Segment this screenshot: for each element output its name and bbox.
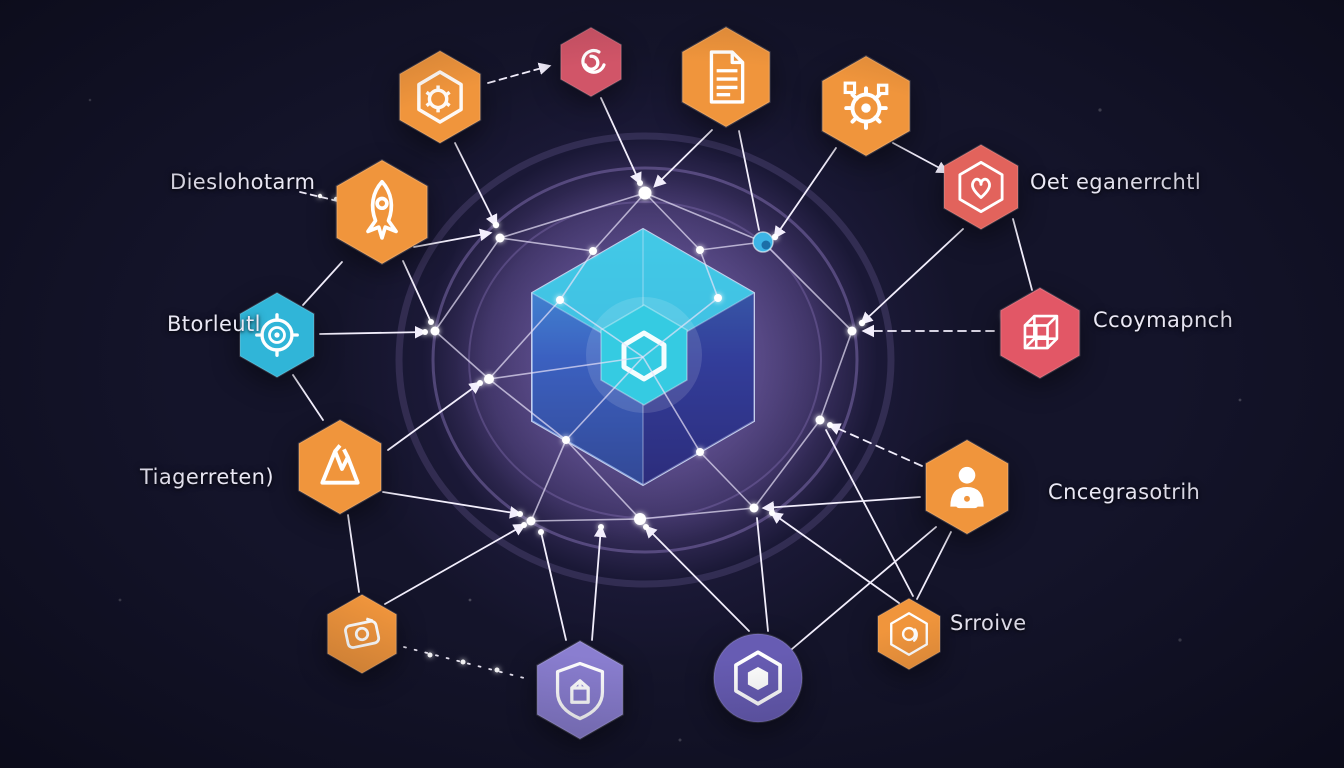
label-ccoymapnch: Ccoymapnch <box>1093 308 1234 332</box>
node-swirl <box>555 26 627 98</box>
node-rocket <box>328 158 436 266</box>
label-dieslohotarm: Dieslohotarm <box>170 170 316 194</box>
node-hexagon-heart <box>937 143 1025 231</box>
node-gear-hexagon <box>392 49 488 145</box>
node-hexagon-swirl <box>872 597 946 671</box>
node-gear-cluster <box>814 54 918 158</box>
node-camera <box>321 593 403 675</box>
label-cncegrasotrih: Cncegrasotrih <box>1048 480 1201 504</box>
node-person-lock <box>918 438 1016 536</box>
node-document <box>674 25 778 129</box>
label-oet-eganerrchtl: Oet eganerrchtl <box>1030 170 1202 194</box>
node-hexagon-badge <box>712 632 804 724</box>
accent-blob <box>752 231 774 253</box>
node-shield-box <box>529 639 631 741</box>
mesh-lines <box>434 192 853 522</box>
node-mountain <box>291 418 389 516</box>
label-srroive: Srroive <box>950 611 1027 635</box>
label-tiagerreten: Tiagerreten) <box>140 465 274 489</box>
label-btorleutl: Btorleutl <box>167 312 261 336</box>
node-cube-wireframe <box>993 286 1087 380</box>
